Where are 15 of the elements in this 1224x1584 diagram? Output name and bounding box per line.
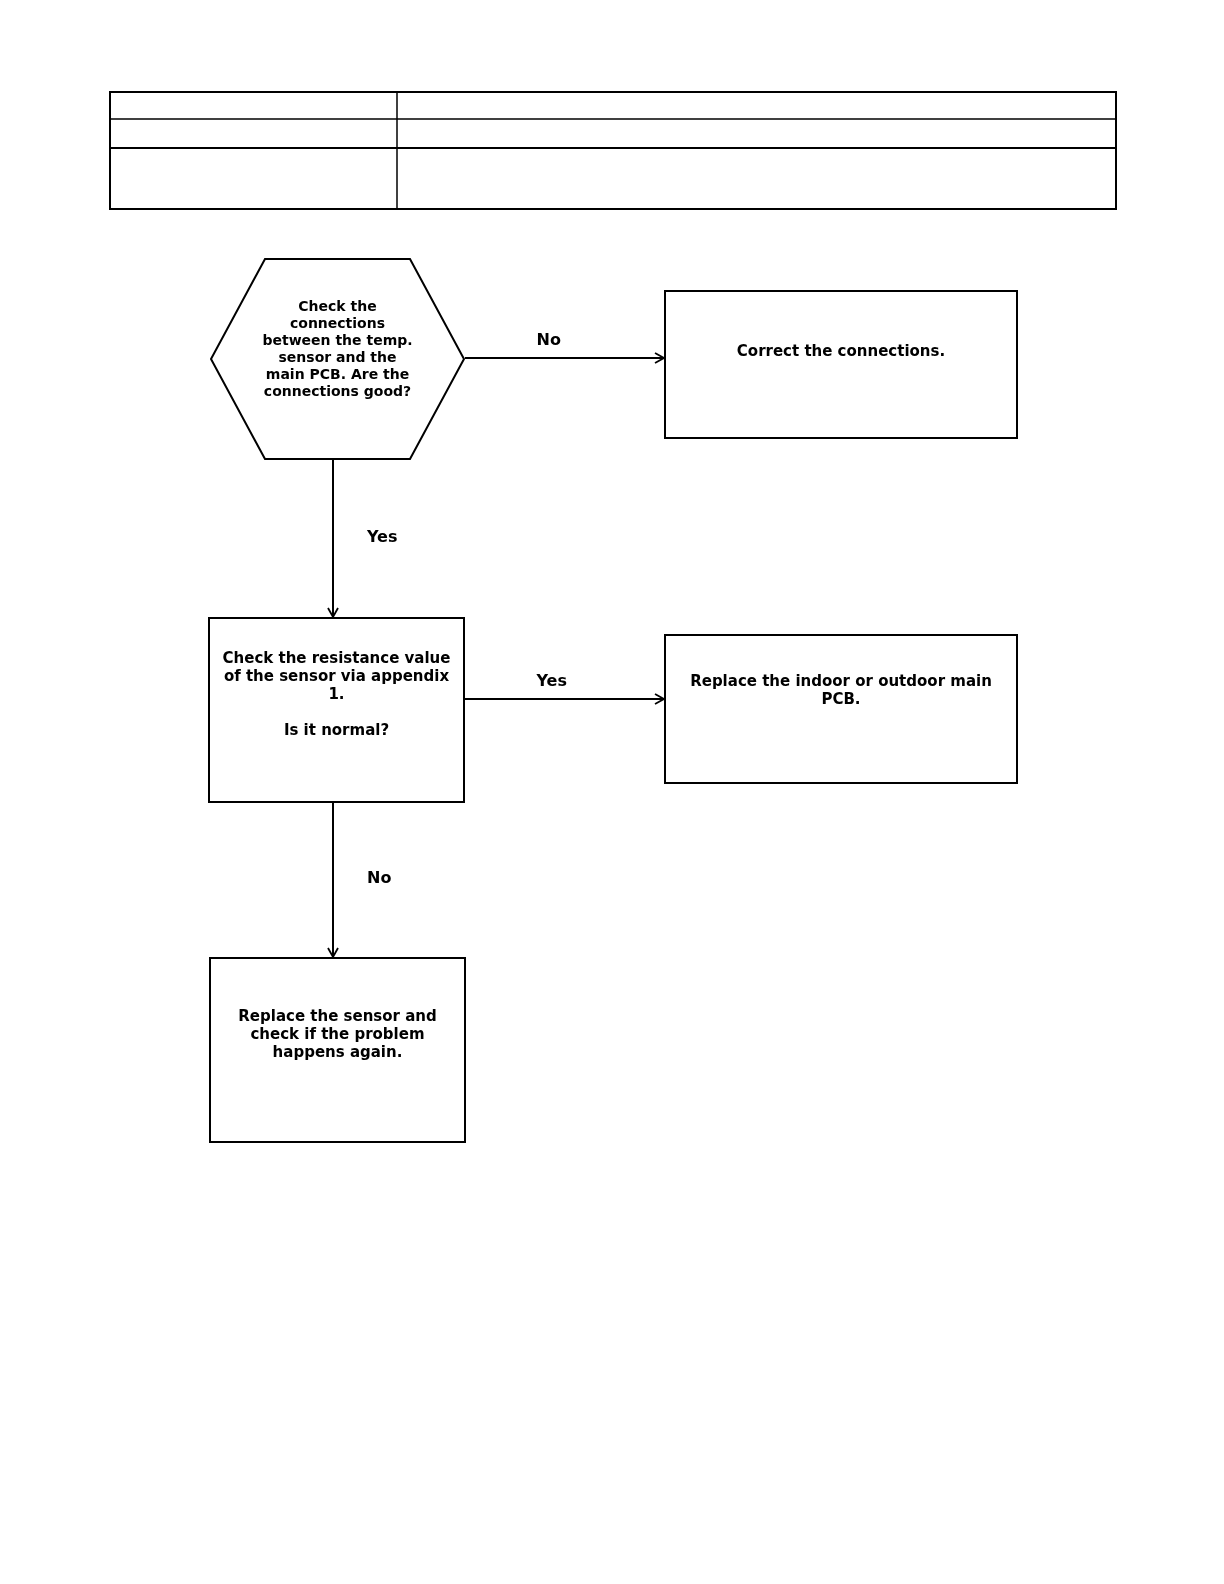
process-box	[208, 617, 465, 803]
node-text: Check the resistance value of the sensor via appendix 1.	[221, 649, 452, 703]
decision-hexagon	[210, 258, 465, 460]
node-text: Replace the indoor or outdoor main PCB.	[689, 672, 993, 708]
arrow	[464, 693, 665, 705]
node-text: Check the connections between the temp. sensor and the main PCB. Are the connections good?	[262, 298, 413, 400]
question-text: Is it normal?	[282, 721, 391, 739]
process-box	[664, 634, 1018, 784]
node-text: Replace the sensor and check if the problem happens again.	[237, 1007, 438, 1061]
process-box	[209, 957, 466, 1143]
arrow	[464, 352, 665, 364]
node-text: Correct the connections.	[735, 342, 947, 360]
arrow	[327, 459, 339, 618]
process-box	[664, 290, 1018, 439]
arrow	[327, 802, 339, 958]
